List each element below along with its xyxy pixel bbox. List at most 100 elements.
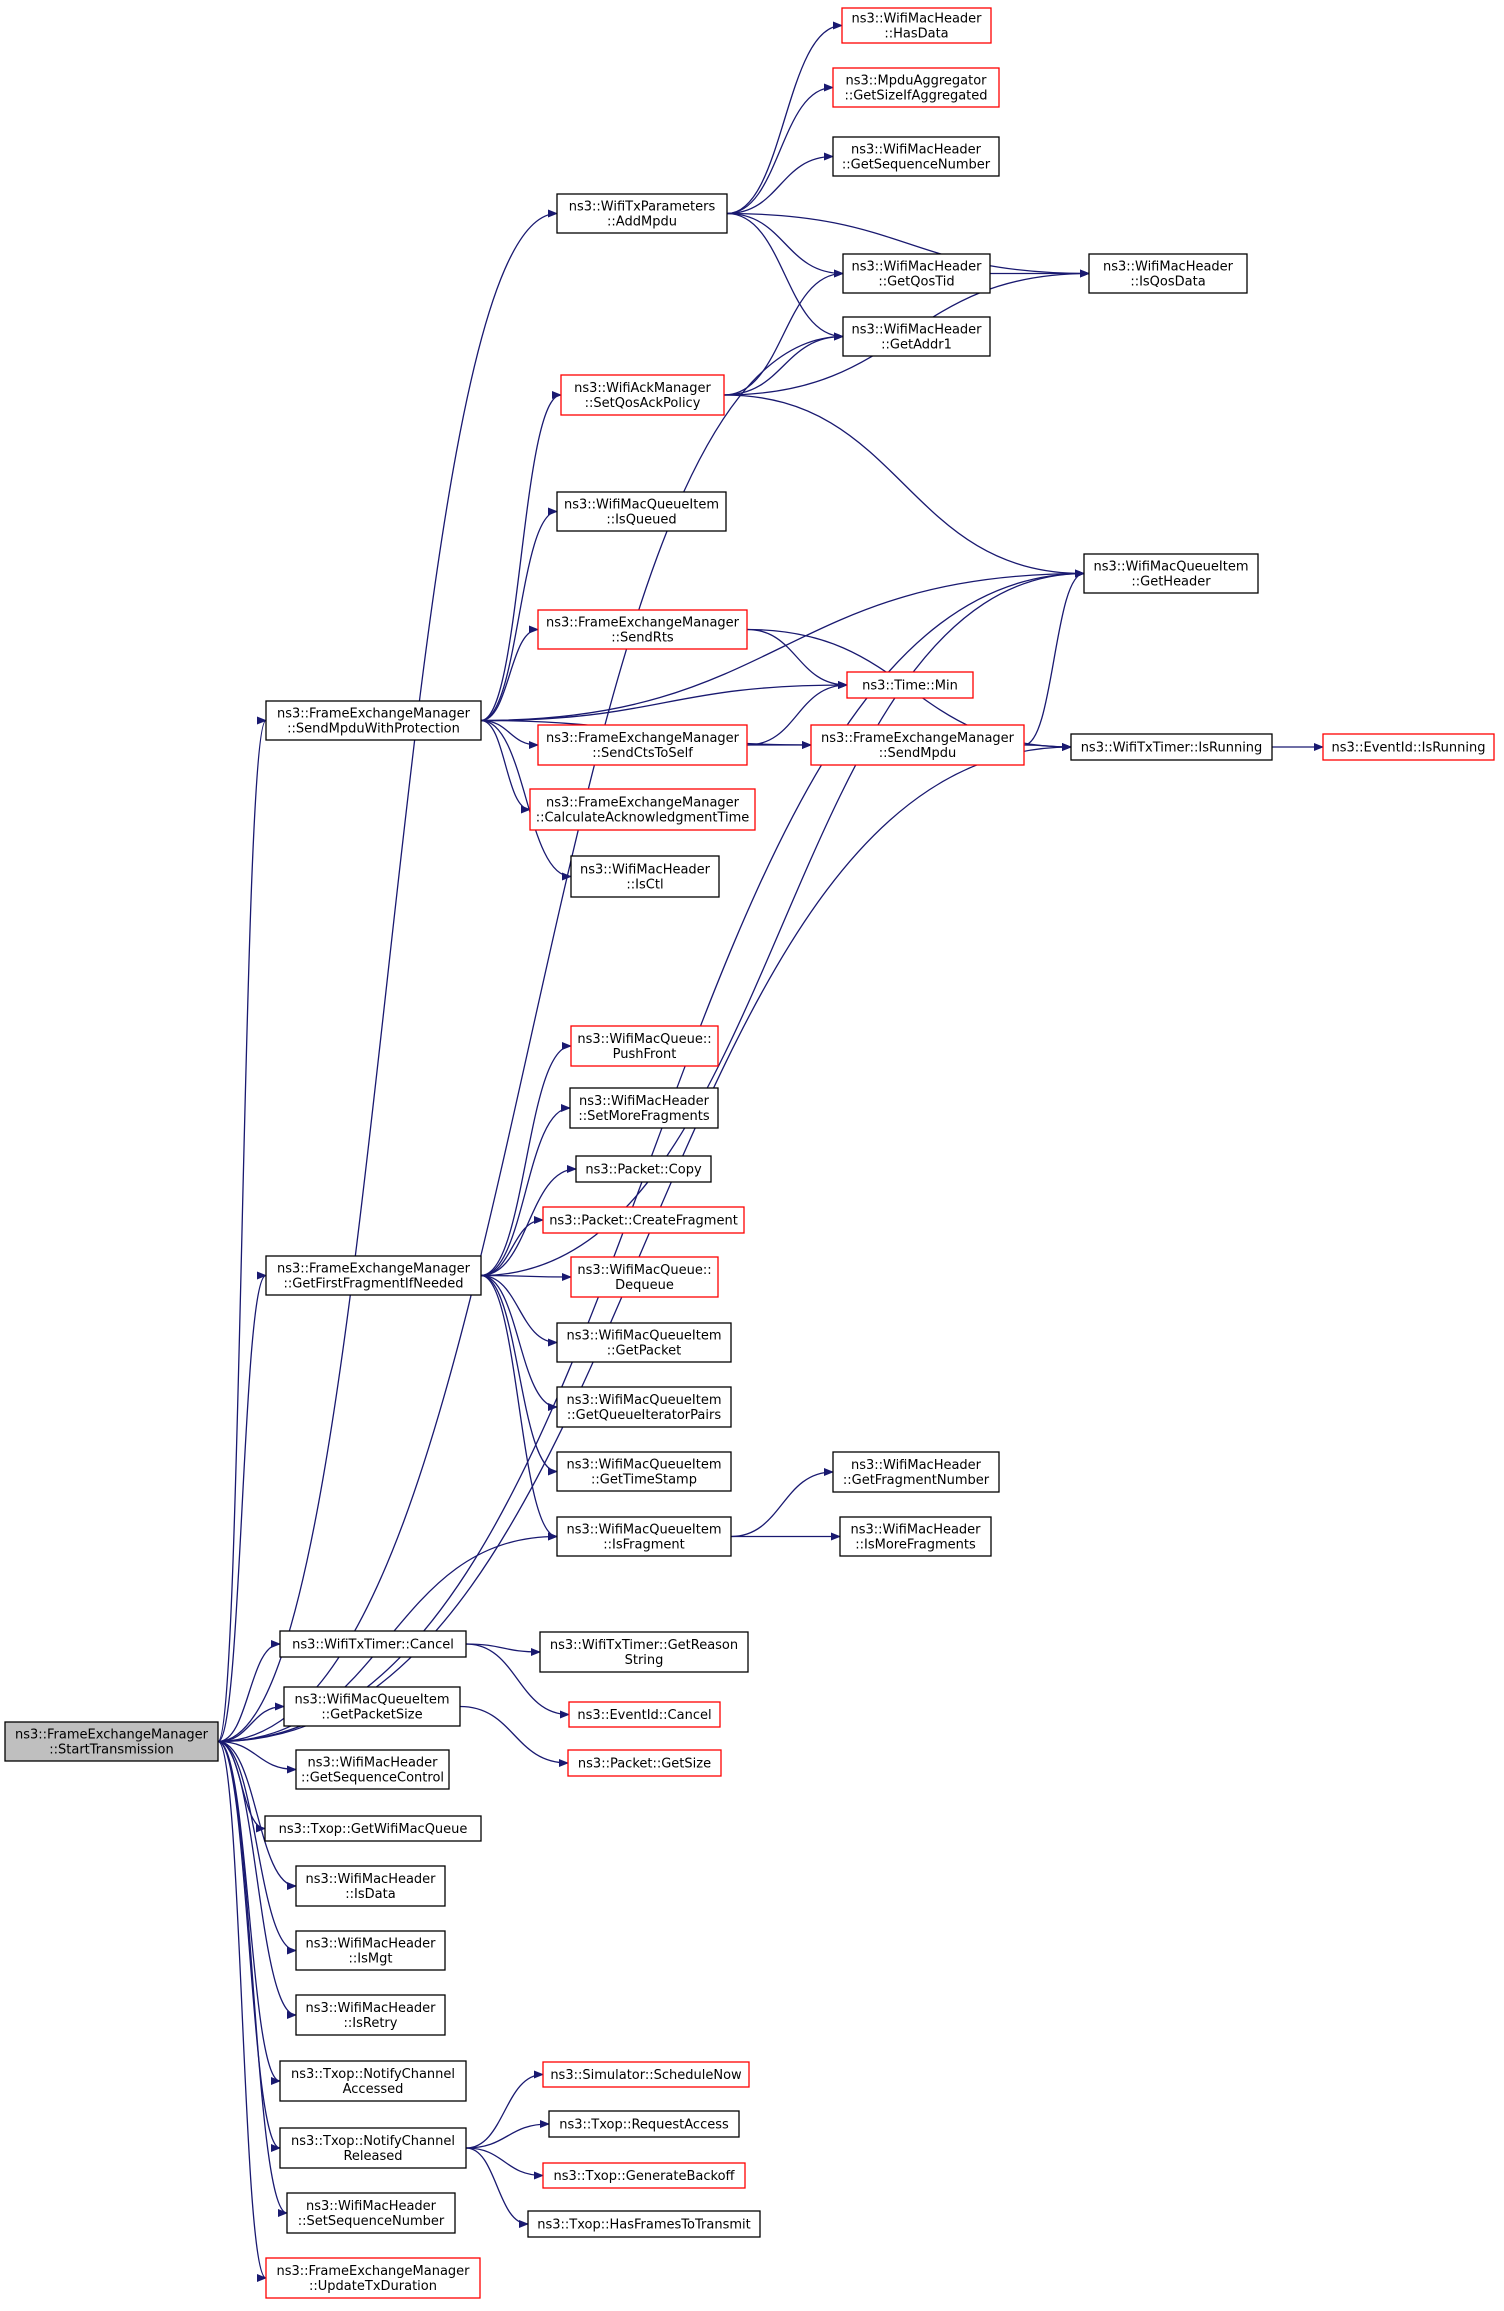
edge-notifyreleased-to-schedulenow <box>465 2070 544 2149</box>
node-label-line: ns3::FrameExchangeManager <box>546 731 740 746</box>
edge-line <box>217 1740 267 2282</box>
node-isfragment[interactable]: ns3::WifiMacQueueItem::IsFragment <box>556 1516 732 1557</box>
node-ismorefrag[interactable]: ns3::WifiMacHeader::IsMoreFragments <box>839 1516 992 1557</box>
edge-start-to-getfirstfrag <box>217 1271 267 1743</box>
node-getseqctrl[interactable]: ns3::WifiMacHeader::GetSequenceControl <box>295 1749 450 1790</box>
node-gettimestamp[interactable]: ns3::WifiMacQueueItem::GetTimeStamp <box>556 1451 732 1492</box>
node-getpacket[interactable]: ns3::WifiMacQueueItem::GetPacket <box>556 1322 732 1363</box>
node-label-line: ::IsRetry <box>344 2016 398 2031</box>
node-hasframes[interactable]: ns3::Txop::HasFramesToTransmit <box>527 2210 761 2238</box>
node-requestaccess[interactable]: ns3::Txop::RequestAccess <box>548 2110 740 2138</box>
edge-line <box>217 1740 288 2217</box>
node-label-line: ::SendCtsToSelf <box>592 746 693 761</box>
edge-timercancel-to-eventcancel <box>465 1643 570 1719</box>
node-isctl[interactable]: ns3::WifiMacHeader::IsCtl <box>570 855 720 898</box>
node-box <box>556 1451 732 1492</box>
node-schedulenow[interactable]: ns3::Simulator::ScheduleNow <box>542 2061 750 2088</box>
node-setqosack[interactable]: ns3::WifiAckManager::SetQosAckPolicy <box>560 374 725 416</box>
node-setseqnum[interactable]: ns3::WifiMacHeader::SetSequenceNumber <box>286 2192 456 2234</box>
node-dequeue[interactable]: ns3::WifiMacQueue::Dequeue <box>570 1256 719 1298</box>
node-hasdata[interactable]: ns3::WifiMacHeader::HasData <box>841 7 992 44</box>
node-box <box>556 1516 732 1557</box>
edge-line <box>217 1740 297 1774</box>
node-isrunning[interactable]: ns3::WifiTxTimer::IsRunning <box>1070 733 1273 761</box>
node-getfirstfrag[interactable]: ns3::FrameExchangeManager::GetFirstFragm… <box>265 1255 482 1296</box>
edge-getfirstfrag-to-setmorefrag <box>480 1104 571 1277</box>
edge-start-to-addmpdu <box>217 209 558 1743</box>
node-label-line: String <box>625 1653 664 1668</box>
edge-timercancel-to-getreason <box>465 1643 541 1656</box>
edge-isfragment-to-getfragnum <box>730 1468 834 1538</box>
node-box <box>295 1865 446 1907</box>
node-timercancel[interactable]: ns3::WifiTxTimer::Cancel <box>279 1630 467 1658</box>
node-sendrts[interactable]: ns3::FrameExchangeManager::SendRts <box>537 609 748 650</box>
node-getseqnum[interactable]: ns3::WifiMacHeader::GetSequenceNumber <box>832 136 1000 177</box>
node-getaddr1[interactable]: ns3::WifiMacHeader::GetAddr1 <box>842 316 991 357</box>
edge-getfirstfrag-to-getpacket <box>480 1274 558 1347</box>
node-box <box>279 2127 467 2169</box>
edge-sendmpduprot-to-sendrts <box>480 625 539 722</box>
node-getqiterpairs[interactable]: ns3::WifiMacQueueItem::GetQueueIteratorP… <box>556 1386 732 1428</box>
node-label-line: ::GetSizeIfAggregated <box>844 89 987 104</box>
edge-getfirstfrag-to-isfragment <box>480 1274 558 1541</box>
node-box <box>1083 553 1259 594</box>
node-genbackoff[interactable]: ns3::Txop::GenerateBackoff <box>542 2162 746 2189</box>
edge-line <box>480 569 1085 1277</box>
node-isretry[interactable]: ns3::WifiMacHeader::IsRetry <box>295 1994 446 2036</box>
node-start[interactable]: ns3::FrameExchangeManager::StartTransmis… <box>4 1721 219 1762</box>
node-getpacketsize[interactable]: ns3::WifiMacQueueItem::GetPacketSize <box>283 1686 461 1727</box>
edge-addmpdu-to-hasdata <box>726 21 843 215</box>
node-getqostid[interactable]: ns3::WifiMacHeader::GetQosTid <box>842 253 991 294</box>
node-label-line: ns3::Packet::Copy <box>585 1163 702 1178</box>
node-label-line: ns3::Txop::NotifyChannel <box>291 2134 455 2149</box>
node-getsizeifagg[interactable]: ns3::MpduAggregator::GetSizeIfAggregated <box>832 67 1000 108</box>
node-sendmpdu[interactable]: ns3::FrameExchangeManager::SendMpdu <box>810 724 1025 766</box>
node-box <box>542 2061 750 2088</box>
node-label-line: ns3::WifiMacHeader <box>1103 260 1234 275</box>
node-box <box>567 1749 722 1777</box>
edge-addmpdu-to-isqosdata <box>726 212 1090 278</box>
edge-getfirstfrag-to-pushfront <box>480 1042 572 1277</box>
node-pushfront[interactable]: ns3::WifiMacQueue::PushFront <box>570 1025 719 1067</box>
node-pktcopy[interactable]: ns3::Packet::Copy <box>575 1155 712 1183</box>
node-box <box>295 1749 450 1790</box>
node-eventcancel[interactable]: ns3::EventId::Cancel <box>568 1701 721 1728</box>
node-box <box>529 788 756 831</box>
node-calcack[interactable]: ns3::FrameExchangeManager::CalculateAckn… <box>529 788 756 831</box>
edge-getpacketsize-to-pktgetsize <box>459 1705 569 1767</box>
edge-getfirstfrag-to-createfrag <box>480 1216 544 1277</box>
node-label-line: ::HasData <box>884 27 948 42</box>
node-updatetxdur[interactable]: ns3::FrameExchangeManager::UpdateTxDurat… <box>265 2257 481 2299</box>
edge-start-to-timercancel <box>217 1640 281 1743</box>
node-sendmpduprot[interactable]: ns3::FrameExchangeManager::SendMpduWithP… <box>265 700 482 741</box>
node-timemin[interactable]: ns3::Time::Min <box>846 671 974 699</box>
node-box <box>286 2192 456 2234</box>
call-nodes: ns3::FrameExchangeManager::StartTransmis… <box>4 7 1495 2299</box>
node-pktgetsize[interactable]: ns3::Packet::GetSize <box>567 1749 722 1777</box>
node-eventisrunning[interactable]: ns3::EventId::IsRunning <box>1322 733 1495 761</box>
node-ismgt[interactable]: ns3::WifiMacHeader::IsMgt <box>295 1930 446 1971</box>
edge-start-to-getpacketsize <box>217 1702 285 1743</box>
node-setmorefrag[interactable]: ns3::WifiMacHeader::SetMoreFragments <box>569 1087 719 1129</box>
node-box <box>556 1386 732 1428</box>
node-addmpdu[interactable]: ns3::WifiTxParameters::AddMpdu <box>556 193 728 234</box>
node-box <box>575 1155 712 1183</box>
node-sendctstoself[interactable]: ns3::FrameExchangeManager::SendCtsToSelf <box>537 724 748 766</box>
node-createfrag[interactable]: ns3::Packet::CreateFragment <box>542 1206 745 1234</box>
node-box <box>842 253 991 294</box>
node-label-line: ns3::WifiTxTimer::IsRunning <box>1081 741 1263 756</box>
node-label-line: ns3::Packet::CreateFragment <box>549 1214 738 1229</box>
edge-line <box>723 332 844 396</box>
node-isqosdata[interactable]: ns3::WifiMacHeader::IsQosData <box>1088 253 1248 294</box>
edge-line <box>746 628 848 689</box>
node-isqueued[interactable]: ns3::WifiMacQueueItem::IsQueued <box>556 491 727 532</box>
node-box <box>539 1631 749 1673</box>
node-getheader[interactable]: ns3::WifiMacQueueItem::GetHeader <box>1083 553 1259 594</box>
node-getfragnum[interactable]: ns3::WifiMacHeader::GetFragmentNumber <box>832 1451 1000 1493</box>
node-isdata[interactable]: ns3::WifiMacHeader::IsData <box>295 1865 446 1907</box>
node-getwifimacq[interactable]: ns3::Txop::GetWifiMacQueue <box>264 1815 482 1842</box>
